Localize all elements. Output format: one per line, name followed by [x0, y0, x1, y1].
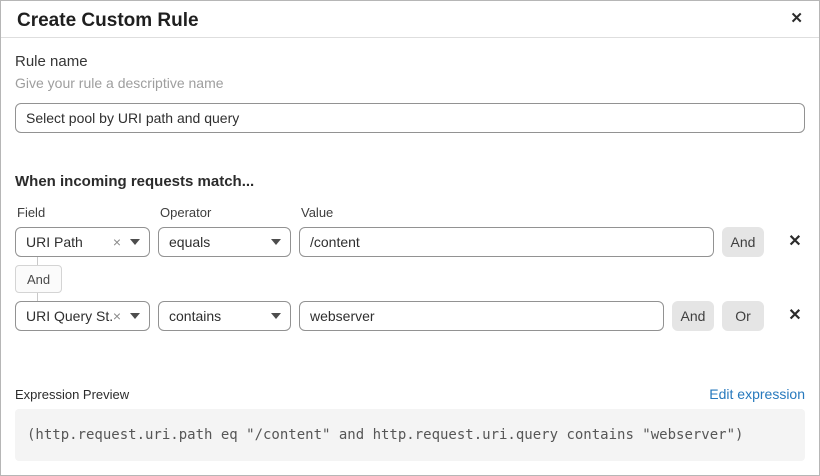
condition-connector: And [15, 257, 805, 301]
operator-select-row-2[interactable]: contains [158, 301, 291, 331]
field-select-value: URI Query St... [26, 308, 113, 324]
connector-line-bottom [37, 293, 38, 301]
condition-row-2: URI Query St... × contains And Or ✕ [15, 301, 805, 331]
rule-name-label: Rule name [15, 53, 88, 70]
chevron-down-icon [130, 239, 140, 245]
remove-condition-button-row-2[interactable]: ✕ [785, 308, 805, 324]
connector-line-top [37, 257, 38, 265]
and-button-row-1[interactable]: And [722, 227, 764, 257]
chevron-down-icon [271, 239, 281, 245]
chevron-down-icon [130, 313, 140, 319]
dialog-header: Create Custom Rule ✕ [1, 1, 819, 38]
value-input-row-2[interactable] [299, 301, 664, 331]
value-column-label: Value [301, 205, 334, 220]
close-button[interactable]: ✕ [784, 7, 809, 30]
rule-name-input[interactable] [15, 103, 805, 133]
remove-condition-button-row-1[interactable]: ✕ [785, 234, 805, 250]
operator-column-label: Operator [160, 205, 212, 220]
operator-select-row-1[interactable]: equals [158, 227, 291, 257]
expression-preview-header: Expression Preview Edit expression [15, 386, 805, 402]
match-section-heading: When incoming requests match... [15, 173, 255, 190]
operator-select-value: contains [169, 308, 222, 324]
clear-selection-icon[interactable]: × [112, 308, 121, 324]
or-button-row-2[interactable]: Or [722, 301, 764, 331]
close-icon: ✕ [790, 10, 803, 27]
clear-selection-icon[interactable]: × [112, 234, 121, 250]
field-select-row-2[interactable]: URI Query St... × [15, 301, 150, 331]
dialog-body: Rule name Give your rule a descriptive n… [1, 53, 819, 461]
field-column-label: Field [17, 205, 46, 220]
remove-icon: ✕ [788, 233, 802, 250]
rule-name-helper: Give your rule a descriptive name [15, 75, 224, 91]
page-title: Create Custom Rule [17, 10, 199, 31]
chevron-down-icon [271, 313, 281, 319]
edit-expression-link[interactable]: Edit expression [709, 386, 805, 402]
operator-select-value: equals [169, 234, 211, 250]
expression-preview-label: Expression Preview [15, 387, 130, 402]
remove-icon: ✕ [788, 307, 802, 324]
field-select-value: URI Path [26, 234, 83, 250]
and-button-row-2[interactable]: And [672, 301, 714, 331]
field-select-row-1[interactable]: URI Path × [15, 227, 150, 257]
value-input-row-1[interactable] [299, 227, 714, 257]
expression-code: (http.request.uri.path eq "/content" and… [27, 427, 744, 443]
connector-and-badge: And [15, 265, 63, 293]
expression-code-block: (http.request.uri.path eq "/content" and… [15, 409, 805, 461]
condition-row-1: URI Path × equals And ✕ [15, 227, 805, 257]
condition-column-labels: Field Operator Value [15, 205, 805, 220]
